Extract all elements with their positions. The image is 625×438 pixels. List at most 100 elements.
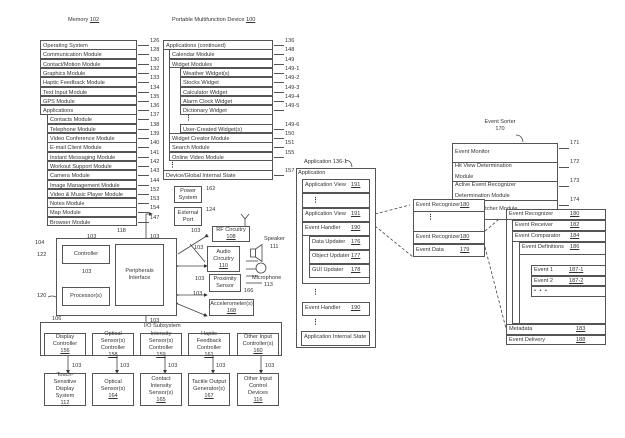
metadata-row-num: 183 — [576, 326, 586, 332]
device-ref: 100 — [246, 17, 256, 23]
microphone-icon — [255, 262, 267, 274]
leader-line — [138, 199, 149, 205]
accelerometer-box: Accelerometer(s) 168 — [209, 299, 254, 316]
bus-ref: 103 — [82, 269, 92, 275]
memory-row: Contact/Motion Module — [40, 58, 137, 69]
device-module-row-label: Search Module — [172, 145, 210, 152]
event-definition-row-num: 187-2 — [569, 277, 584, 284]
memory-app-row-label: Map Module — [50, 210, 81, 217]
memory-row-ref: 133 — [150, 75, 160, 82]
widget-row-label: Alarm Clock Widget — [183, 98, 233, 105]
bus-ref: 103 — [194, 245, 204, 251]
speaker-icon — [250, 244, 263, 262]
leader-line — [138, 69, 149, 74]
apps-continued-row: Applications (continued) — [163, 40, 273, 50]
memory-app-row: Camera Module — [47, 170, 137, 180]
proximity-sensor-box: Proximity Sensor — [209, 274, 241, 292]
io-device-box: Contact Intensity Sensor(s)165 — [140, 373, 182, 406]
recognizer-detail-title-label: Event Recognizer — [509, 211, 554, 217]
internal-state-num: 192 — [304, 343, 369, 345]
event-sorter-row-label: Active Event Recognizer Determination Mo… — [455, 181, 516, 199]
leader-line — [138, 106, 149, 112]
memory-app-row-label: Video Conference Module — [50, 136, 115, 142]
widget-row: Calculator Widget — [180, 86, 273, 97]
device-title: Portable Multifunction Device 100 — [172, 17, 255, 24]
leader-line — [138, 41, 149, 46]
io-device-label: Touch-Sensitive Display System — [53, 372, 77, 399]
memory-app-row-label: Telephone Module — [50, 126, 96, 133]
io-device-label: Tactile Output Generator(s) — [191, 379, 227, 392]
memory-app-row: E-mail Client Module — [47, 142, 137, 152]
memory-app-row: Telephone Module — [47, 123, 137, 134]
calendar-module-row: Calendar Module — [169, 49, 273, 59]
memory-app-row-label: Notes Module — [50, 201, 85, 208]
memory-title-text: Memory — [68, 17, 89, 23]
leader-line — [274, 143, 284, 149]
io-device-num: 167 — [204, 393, 214, 399]
memory-app-row-label: Camera Module — [50, 173, 90, 180]
io-controller-num: 160 — [253, 348, 263, 354]
io-device-num: 165 — [156, 396, 166, 403]
leader-line — [274, 88, 284, 93]
memory-app-row-ref: 153 — [150, 196, 160, 203]
leader-line — [274, 41, 284, 46]
memory-row-applications: Applications — [40, 105, 137, 115]
updater-row-label: Data Updater — [312, 239, 346, 245]
memory-row-ref: 126 — [150, 38, 160, 44]
widget-row-label: Stocks Widget — [183, 80, 219, 87]
calendar-module-row-label: Calendar Module — [172, 52, 215, 59]
bus-ref: 103 — [72, 363, 82, 369]
leader-line — [138, 190, 149, 195]
widget-row: Stocks Widget — [180, 77, 273, 87]
memory-title: Memory 102 — [68, 17, 99, 24]
leader-line — [138, 97, 149, 102]
device-module-row: Widget Creator Module — [169, 133, 273, 143]
event-sorter-row-label: Hit View Determination Module — [455, 162, 512, 180]
microphone-ref: 113 — [264, 282, 273, 288]
leader-line — [138, 50, 149, 56]
user-widget-row: User-Created Widget(s) — [180, 123, 273, 134]
device-module-row: Online Video Module — [169, 151, 273, 162]
io-device-num: 164 — [108, 393, 118, 399]
widget-row-ref: 149-3 — [285, 84, 300, 91]
vertical-ellipsis-icon: ⋮ — [169, 161, 176, 169]
event-sorter-row: Hit View Determination Module — [452, 162, 558, 182]
event-definition-row-label: Event 1 — [534, 267, 553, 273]
bus-ref: 103 — [216, 363, 226, 369]
event-sorter-title-text: Event Sorter — [484, 119, 516, 125]
power-system-box: Power System — [174, 186, 202, 203]
widget-row-label: Dictionary Widget — [183, 108, 227, 115]
controller-ref: 122 — [37, 252, 47, 258]
memory-app-row-label: Video & Music Player Module — [50, 191, 123, 198]
application-label: Application — [298, 170, 326, 176]
memory-row-label: Communication Module — [43, 52, 102, 59]
leader-line — [274, 60, 284, 65]
memory-row-ref: 130 — [150, 56, 160, 63]
widget-row: Weather Widget(s) — [180, 67, 273, 78]
external-port-ref: 124 — [206, 207, 216, 213]
leader-line — [274, 78, 284, 84]
speaker-label: Speaker — [264, 236, 285, 242]
leader-line — [138, 88, 149, 93]
event-receiver-row-label: Event Receiver — [515, 222, 553, 228]
memory-app-row-label: E-mail Client Module — [50, 145, 102, 152]
leader-line — [274, 171, 284, 177]
rf-circuitry-box: RF Circuitry 108 — [212, 226, 250, 242]
memory-row-applications-ref: 136 — [150, 103, 160, 110]
memory-row-applications-label: Applications — [43, 108, 74, 115]
updater-row-label: GUI Updater — [312, 267, 344, 273]
event-receiver-row-num: 182 — [570, 222, 580, 228]
widget-row: Dictionary Widget — [180, 105, 273, 115]
memory-app-row: Notes Module — [47, 198, 137, 208]
proximity-sensor-ref: 166 — [244, 288, 254, 294]
bus-ref: 103 — [120, 363, 130, 369]
io-device-num: 112 — [60, 400, 70, 406]
